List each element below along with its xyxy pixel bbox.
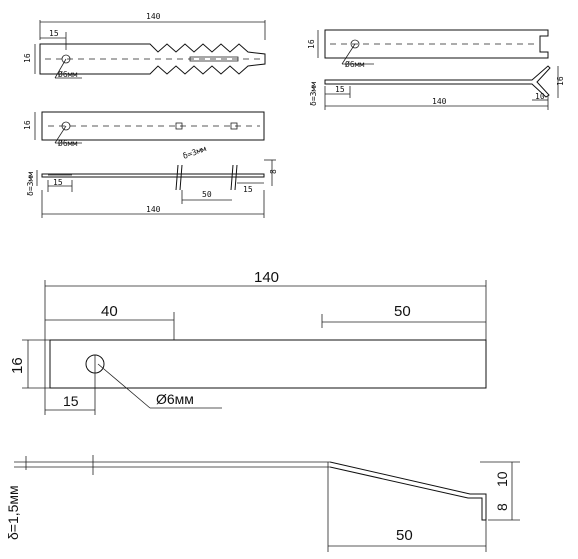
fig4-hole-label: Ø6мм: [345, 59, 364, 69]
fig4-width-label: 16: [307, 39, 316, 49]
fig4-tip-label: 10: [535, 92, 545, 101]
fig5-length-label: 140: [254, 269, 279, 286]
fig3-tab-1: [175, 164, 179, 191]
fig5-right-label: 50: [394, 303, 411, 320]
fig1-length-label: 140: [146, 12, 161, 21]
fig1-body: [39, 43, 266, 75]
fig3-end-label: 15: [243, 185, 253, 194]
fig6-segment-label: 50: [396, 527, 413, 544]
fig2-plain-strip: 16 Ø6мм: [23, 111, 265, 148]
fig1-width-label: 16: [23, 53, 32, 63]
fig2-width-label: 16: [23, 120, 32, 130]
fig4-body: [324, 29, 549, 59]
fig4-forked-strip: 16 Ø6мм δ=3мм 15 140 10 16: [307, 29, 565, 110]
fig3-segment-label: 50: [202, 190, 212, 199]
fig6-bent-end: [329, 461, 487, 521]
fig5-offset-label: 15: [63, 393, 79, 409]
fig2-body: [41, 111, 265, 141]
fig1-hole: [61, 54, 71, 64]
fig2-hole-label: Ø6мм: [58, 138, 77, 148]
fig5-body: [49, 339, 487, 389]
fig1-offset-label: 15: [49, 29, 59, 38]
fig4-offset-label: 15: [335, 85, 345, 94]
fig4-length-label: 140: [432, 97, 447, 106]
fig2-square-2: [230, 122, 238, 130]
fig4-thickness-label: δ=3мм: [309, 82, 318, 106]
fig3-tab-2: [230, 164, 234, 191]
fig2-hole: [61, 121, 71, 131]
fig3-tab-thickness-label: δ=3мм: [182, 144, 208, 161]
fig3-body: [41, 173, 265, 178]
fig2-square-1: [175, 122, 183, 130]
fig6-rise-label: 10: [494, 471, 510, 487]
fig4-hole: [350, 39, 360, 49]
fig4-side-body: [324, 65, 551, 98]
fig5-hole-label: Ø6мм: [156, 391, 194, 407]
fig1-serrated-strip: 140 15 16 Ø6мм: [23, 12, 266, 79]
fig3-offset-label: 15: [53, 178, 63, 187]
fig3-tab-label: 8: [269, 169, 278, 174]
fig5-left-label: 40: [101, 303, 118, 320]
fig3-side-view: δ=3мм δ=3мм 15 50 15 8 140: [26, 144, 278, 218]
fig6-large-side-view: δ=1,5мм 50 10 8: [5, 455, 520, 552]
fig3-thickness-label: δ=3мм: [26, 172, 35, 196]
fig5-large-top-view: 140 40 50 16 Ø6мм 15: [9, 269, 487, 415]
fig4-side-label: 16: [556, 76, 565, 86]
fig6-thickness-label: δ=1,5мм: [5, 485, 21, 540]
fig3-length-label: 140: [146, 205, 161, 214]
fig5-width-label: 16: [9, 357, 26, 374]
fig6-tab-label: 8: [494, 503, 510, 511]
fig1-hole-label: Ø6мм: [58, 69, 77, 79]
